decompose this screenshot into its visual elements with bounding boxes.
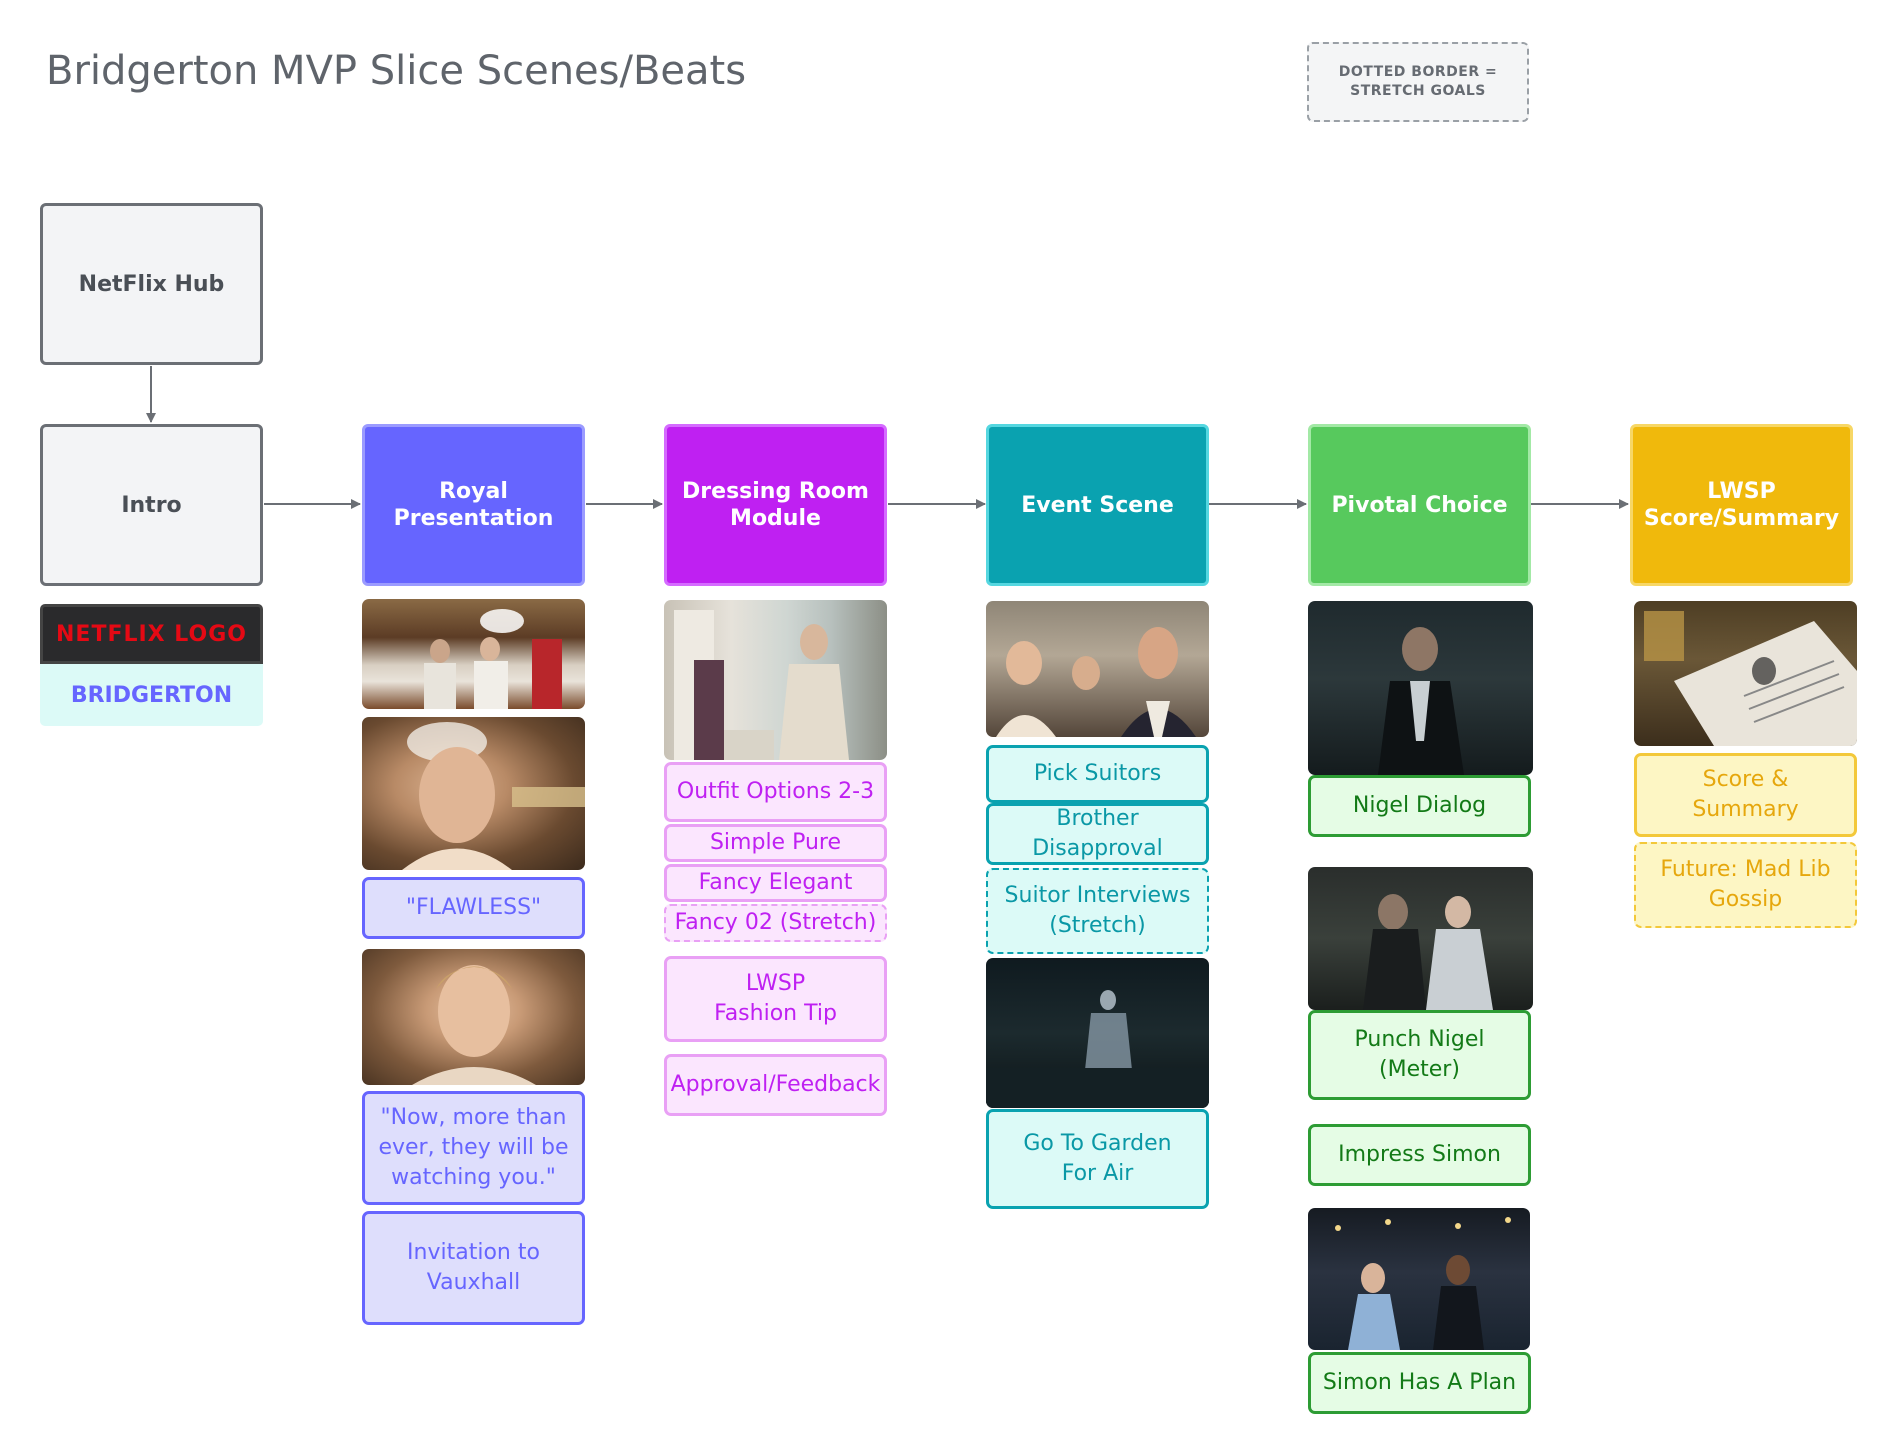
dressing-tip-line-1: LWSP	[745, 971, 806, 996]
netflix-hub-node[interactable]: NetFlix Hub	[40, 203, 263, 365]
royal-presentation-node[interactable]: Royal Presentation	[362, 424, 585, 586]
royal-quote-card[interactable]: "Now, more than ever, they will be watch…	[362, 1091, 585, 1205]
event-garden-card[interactable]: Go To Garden For Air	[986, 1109, 1209, 1209]
royal-scene-portrait	[412, 965, 536, 1085]
pivotal-punch-card[interactable]: Punch Nigel (Meter)	[1308, 1010, 1531, 1100]
pivotal-plan-card[interactable]: Simon Has A Plan	[1308, 1352, 1531, 1414]
event-scene-garden	[986, 990, 1209, 1108]
event-garden-line-2: For Air	[1061, 1161, 1134, 1186]
lwsp-future-line-1: Future: Mad Lib	[1660, 857, 1831, 882]
royal-scene-image-2	[362, 717, 585, 870]
dressing-approval-label: Approval/Feedback	[670, 1072, 881, 1097]
bridgerton-label: BRIDGERTON	[70, 682, 233, 708]
pivotal-punch-line-2: (Meter)	[1379, 1057, 1460, 1082]
royal-scene-closeup	[402, 722, 585, 870]
dressing-room-node[interactable]: Dressing Room Module	[664, 424, 887, 586]
event-title: Event Scene	[1021, 492, 1174, 518]
dressing-title-line-2: Module	[730, 506, 821, 531]
royal-title-line-2: Presentation	[393, 506, 554, 531]
event-scene-crowd	[996, 627, 1196, 737]
royal-scene-figures	[424, 609, 562, 709]
dressing-simple-label: Simple Pure	[709, 830, 842, 855]
dressing-approval-card[interactable]: Approval/Feedback	[664, 1054, 887, 1116]
pivotal-impress-card[interactable]: Impress Simon	[1308, 1124, 1531, 1186]
lwsp-score-card[interactable]: Score & Summary	[1634, 753, 1857, 837]
pivotal-scene-nigel	[1378, 627, 1464, 775]
royal-quote-line-2: ever, they will be	[378, 1135, 569, 1160]
lwsp-future-card[interactable]: Future: Mad Lib Gossip	[1634, 842, 1857, 928]
netflix-logo-label: NETFLIX LOGO	[56, 621, 247, 647]
pivotal-plan-label: Simon Has A Plan	[1322, 1370, 1517, 1395]
pivotal-title: Pivotal Choice	[1331, 492, 1508, 518]
pivotal-nigel-card[interactable]: Nigel Dialog	[1308, 775, 1531, 837]
event-scene-image-1	[986, 601, 1209, 737]
dressing-scene-figures	[674, 610, 849, 760]
legend-line-2: STRETCH GOALS	[1350, 83, 1486, 99]
dressing-fancy02-card[interactable]: Fancy 02 (Stretch)	[664, 904, 887, 942]
dressing-fancy-card[interactable]: Fancy Elegant	[664, 864, 887, 902]
event-interviews-card[interactable]: Suitor Interviews (Stretch)	[986, 868, 1209, 954]
netflix-hub-label: NetFlix Hub	[78, 271, 225, 297]
lwsp-scene-paper	[1644, 611, 1857, 746]
royal-flawless-label: "FLAWLESS"	[405, 895, 542, 920]
royal-quote-line-3: watching you."	[391, 1165, 556, 1190]
event-scene-image-2	[986, 958, 1209, 1108]
dressing-title-line-1: Dressing Room	[682, 479, 869, 504]
dressing-outfit-card[interactable]: Outfit Options 2-3	[664, 762, 887, 822]
royal-invitation-card[interactable]: Invitation to Vauxhall	[362, 1211, 585, 1325]
dressing-tip-line-2: Fashion Tip	[714, 1001, 837, 1026]
royal-flawless-card[interactable]: "FLAWLESS"	[362, 877, 585, 939]
royal-scene-image-1	[362, 599, 585, 709]
lwsp-scene-image	[1634, 601, 1857, 746]
event-interviews-line-2: (Stretch)	[1049, 913, 1146, 938]
event-pick-label: Pick Suitors	[1033, 761, 1162, 786]
dressing-fancy02-label: Fancy 02 (Stretch)	[674, 910, 877, 935]
pivotal-scene-image-3	[1308, 1208, 1530, 1350]
pivotal-punch-line-1: Punch Nigel	[1354, 1027, 1485, 1052]
royal-invitation-line-2: Vauxhall	[426, 1270, 521, 1295]
pivotal-nigel-label: Nigel Dialog	[1352, 793, 1487, 818]
lwsp-title-line-2: Score/Summary	[1643, 506, 1840, 531]
intro-label: Intro	[121, 492, 182, 518]
lwsp-title-line-1: LWSP	[1707, 479, 1776, 504]
pivotal-scene-image-2	[1308, 867, 1533, 1010]
lwsp-score-line-1: Score &	[1702, 767, 1789, 792]
event-scene-node[interactable]: Event Scene	[986, 424, 1209, 586]
pivotal-scene-image-1	[1308, 601, 1533, 775]
event-garden-line-1: Go To Garden	[1023, 1131, 1172, 1156]
lwsp-node[interactable]: LWSP Score/Summary	[1630, 424, 1853, 586]
royal-scene-image-3	[362, 949, 585, 1085]
dressing-scene-image	[664, 600, 887, 760]
royal-title-line-1: Royal	[439, 479, 508, 504]
legend-note: DOTTED BORDER = STRETCH GOALS	[1307, 42, 1529, 122]
dressing-fancy-label: Fancy Elegant	[698, 870, 853, 895]
dressing-simple-card[interactable]: Simple Pure	[664, 824, 887, 862]
event-interviews-line-1: Suitor Interviews	[1004, 883, 1191, 908]
event-pick-card[interactable]: Pick Suitors	[986, 745, 1209, 803]
dressing-tip-card[interactable]: LWSP Fashion Tip	[664, 956, 887, 1042]
page-title: Bridgerton MVP Slice Scenes/Beats	[46, 48, 747, 94]
royal-quote-line-1: "Now, more than	[380, 1105, 567, 1130]
pivotal-impress-label: Impress Simon	[1338, 1142, 1501, 1167]
event-brother-card[interactable]: Brother Disapproval	[986, 803, 1209, 865]
legend-line-1: DOTTED BORDER =	[1338, 64, 1498, 80]
bridgerton-block: BRIDGERTON	[40, 664, 263, 726]
dressing-outfit-label: Outfit Options 2-3	[676, 779, 875, 804]
pivotal-scene-simon	[1335, 1217, 1511, 1350]
lwsp-score-line-2: Summary	[1692, 797, 1799, 822]
event-brother-label: Brother Disapproval	[1032, 806, 1163, 861]
pivotal-scene-confrontation	[1363, 894, 1493, 1010]
lwsp-future-line-2: Gossip	[1708, 887, 1783, 912]
intro-node[interactable]: Intro	[40, 424, 263, 586]
royal-invitation-line-1: Invitation to	[407, 1240, 540, 1265]
pivotal-choice-node[interactable]: Pivotal Choice	[1308, 424, 1531, 586]
netflix-logo-block: NETFLIX LOGO	[40, 604, 263, 664]
